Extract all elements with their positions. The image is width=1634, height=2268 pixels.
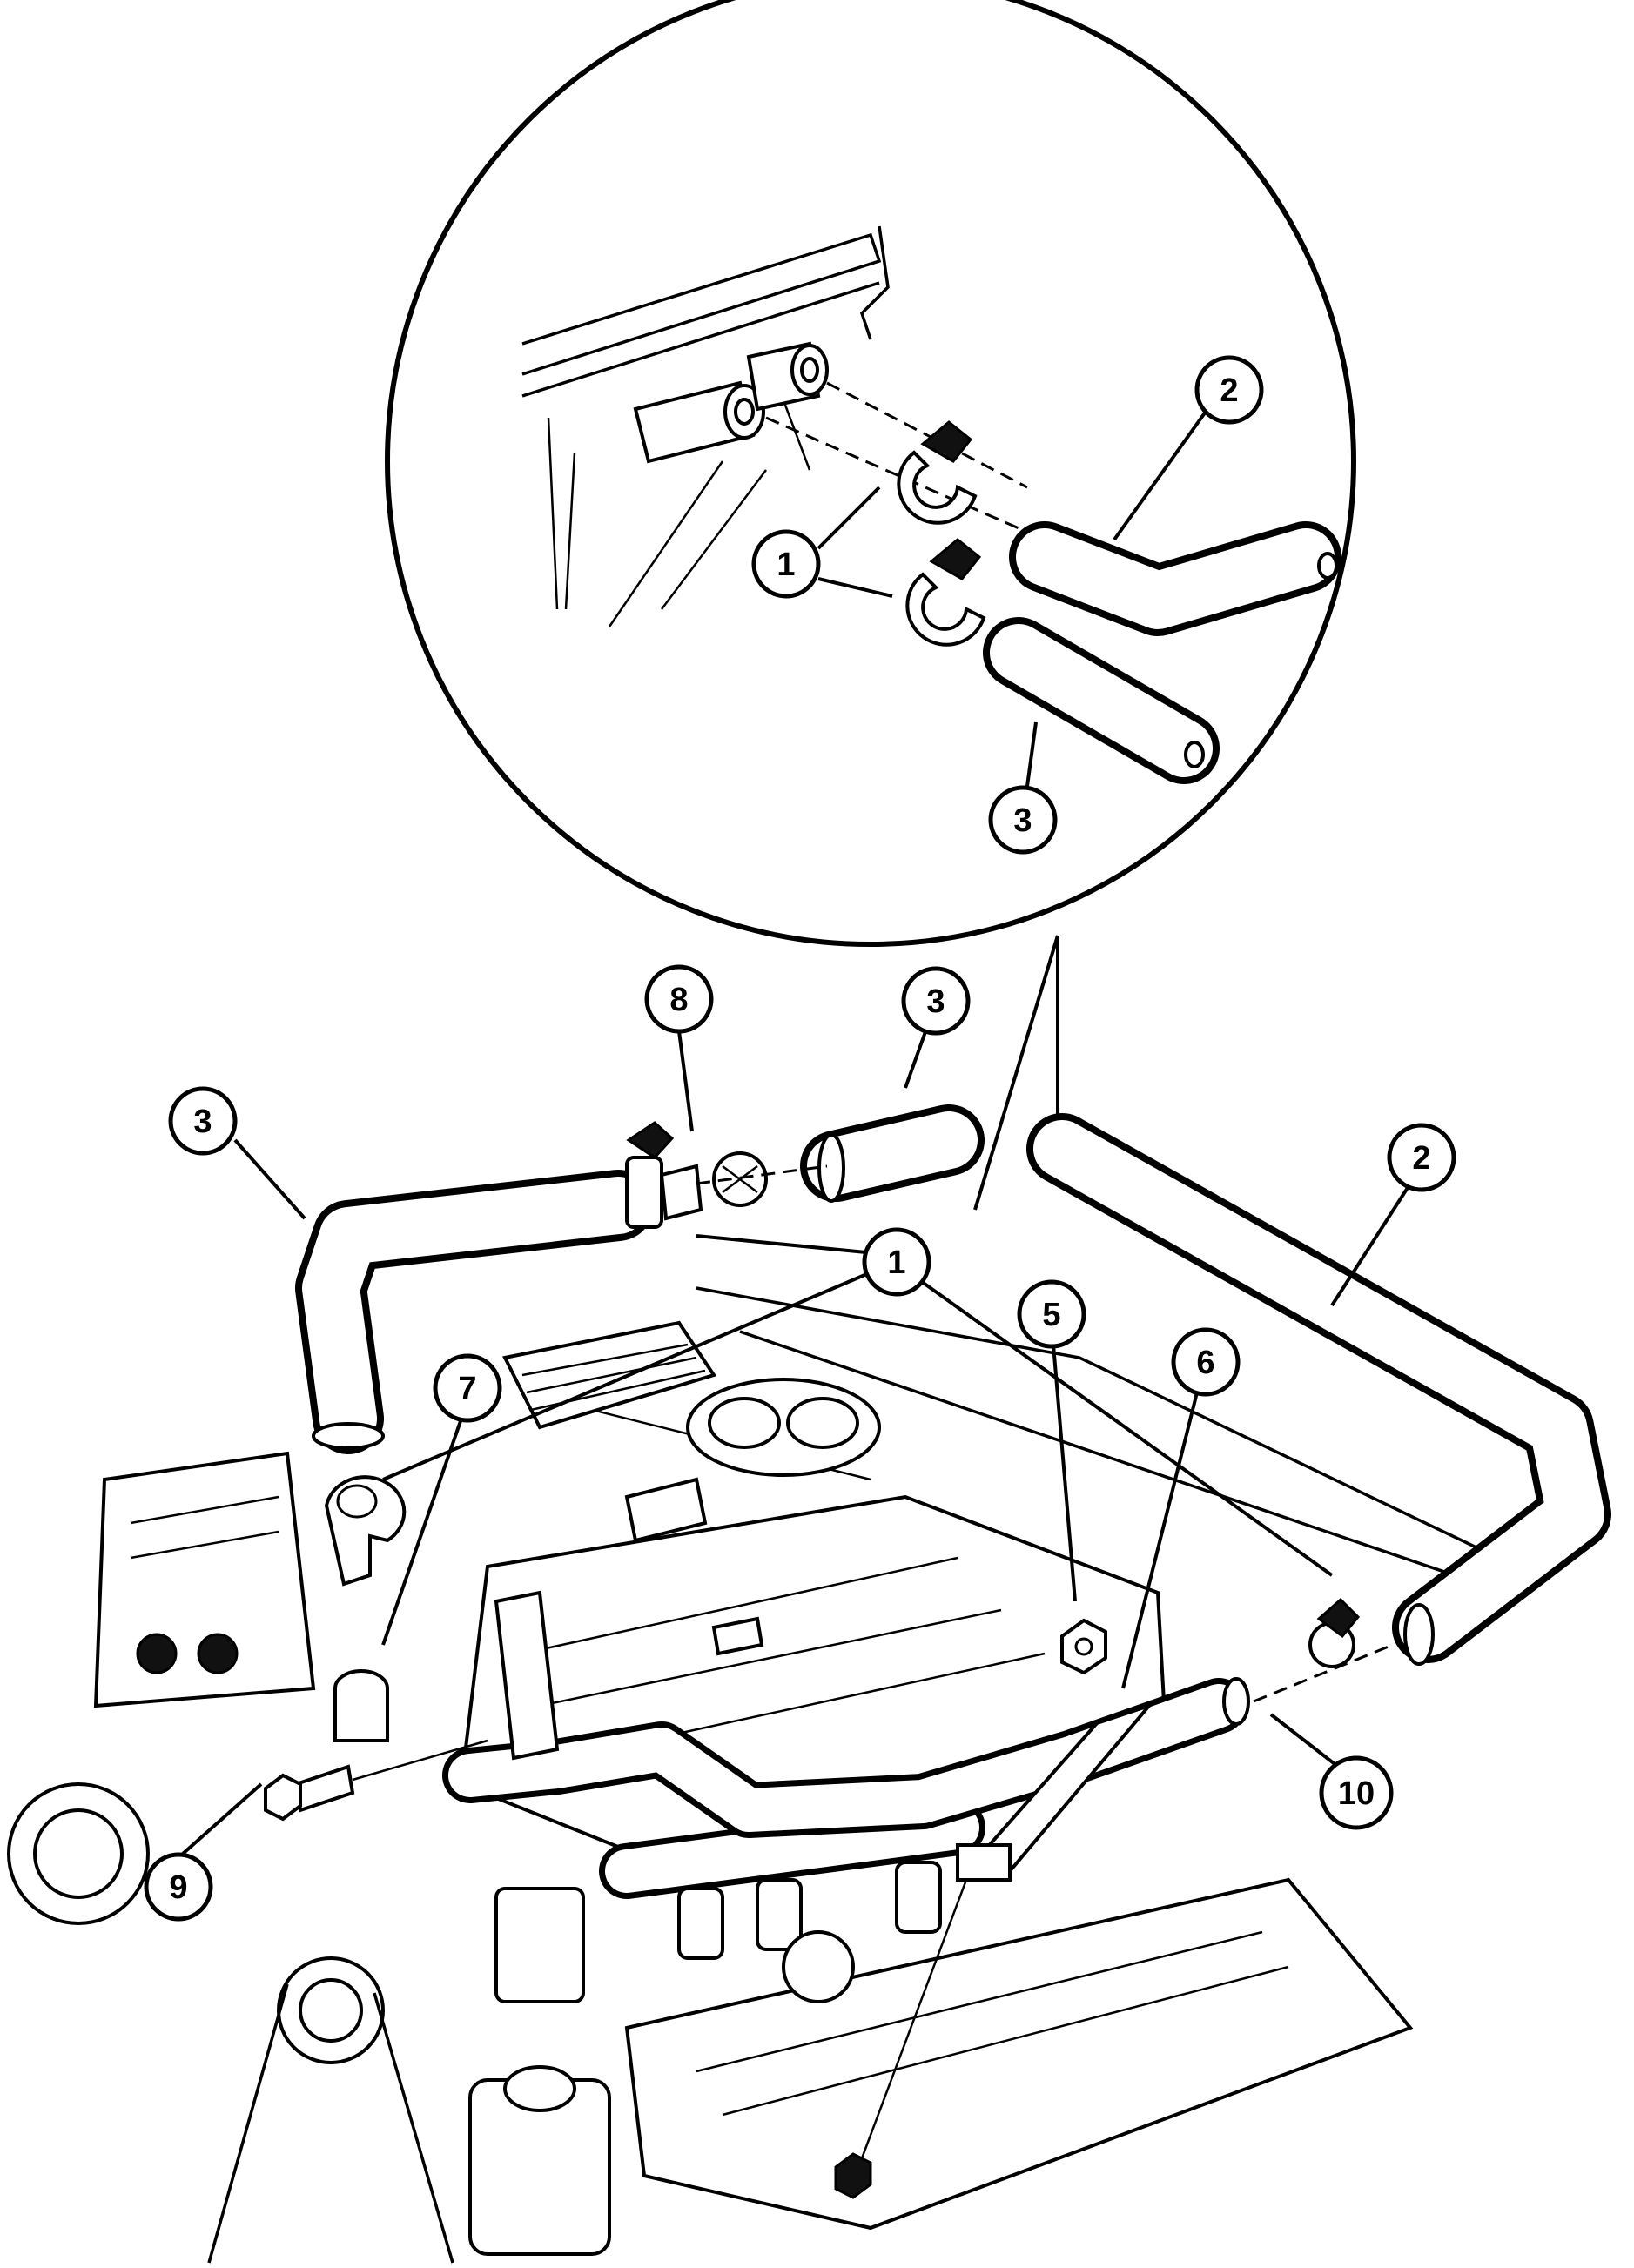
coolant-bypass-tube	[442, 1590, 1250, 1882]
svg-text:3: 3	[193, 1104, 212, 1140]
detail-clamp-lower	[905, 538, 986, 647]
alternator	[7, 1451, 316, 1925]
svg-text:9: 9	[169, 1869, 187, 1906]
callout-main-9: 9	[144, 1852, 213, 1922]
heater-hose-2	[1026, 1113, 1611, 1666]
callout-main-8: 8	[644, 964, 714, 1034]
svg-text:2: 2	[1220, 372, 1238, 409]
callout-detail-1: 1	[751, 529, 821, 599]
svg-text:8: 8	[669, 982, 688, 1018]
callout-main-3-left: 3	[168, 1086, 238, 1156]
detail-heater-core-fittings	[633, 341, 829, 464]
svg-text:1: 1	[777, 547, 795, 583]
callout-detail-3: 3	[988, 785, 1058, 855]
detail-circle-border	[385, 0, 1356, 947]
svg-text:1: 1	[887, 1245, 905, 1281]
svg-text:5: 5	[1042, 1297, 1060, 1333]
svg-text:2: 2	[1412, 1140, 1430, 1177]
callout-detail-2: 2	[1194, 355, 1264, 425]
svg-text:7: 7	[458, 1371, 476, 1407]
hose-clamp-right	[1308, 1597, 1361, 1668]
quick-connector	[659, 1151, 768, 1221]
lower-pulley	[207, 1956, 454, 2264]
svg-text:3: 3	[926, 983, 945, 1020]
fuel-rail	[599, 1800, 985, 1960]
heater-hose-3-segment	[800, 1104, 985, 1203]
hose-clamp-left	[324, 1475, 407, 1587]
callout-main-1: 1	[862, 1227, 931, 1297]
detail-view	[385, 0, 1356, 947]
callout-main-5: 5	[1017, 1279, 1086, 1349]
svg-text:6: 6	[1196, 1345, 1214, 1381]
callout-main-10: 10	[1319, 1755, 1394, 1830]
lower-screw	[834, 1879, 968, 2199]
tube-bolt	[264, 1739, 488, 1822]
hose-clamp-upper	[625, 1121, 675, 1229]
callout-main-7: 7	[433, 1353, 502, 1423]
callout-main-6: 6	[1171, 1327, 1241, 1397]
svg-text:3: 3	[1013, 802, 1032, 839]
leader-lines	[181, 1026, 1412, 1855]
svg-text:10: 10	[1338, 1775, 1375, 1812]
detail-housing	[521, 225, 890, 627]
detail-clamp-upper	[897, 420, 978, 525]
callout-main-2: 2	[1387, 1123, 1456, 1192]
detail-hose-2	[1009, 521, 1341, 636]
heater-hose-3	[295, 1170, 654, 1454]
detail-hose-3	[983, 617, 1220, 784]
callout-main-3-right: 3	[901, 966, 971, 1036]
throttle-body	[624, 1378, 881, 1656]
fitting	[333, 1669, 389, 1742]
